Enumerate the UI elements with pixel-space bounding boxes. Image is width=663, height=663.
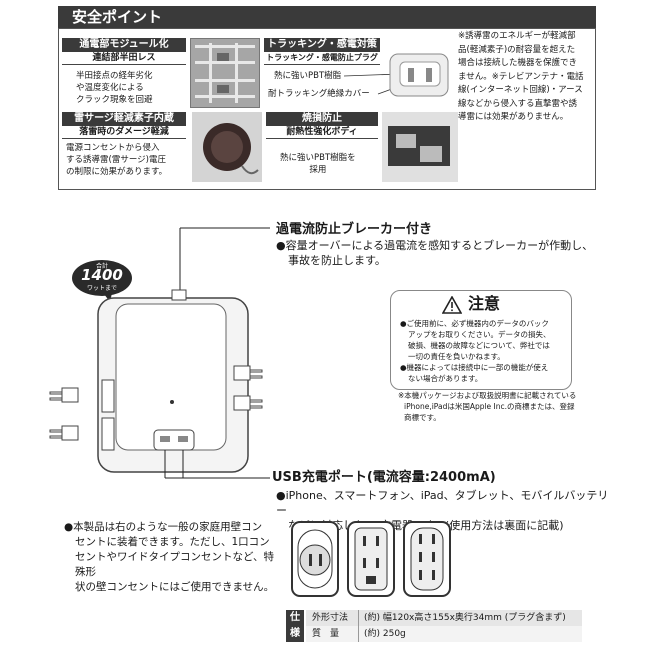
plug-right-upper xyxy=(233,365,263,381)
feature-subheader: トラッキング・感電防止プラグ xyxy=(264,52,380,65)
power-tap-illustration xyxy=(49,227,270,479)
section-header-band xyxy=(58,6,596,28)
body-cutaway-icon xyxy=(382,112,458,182)
callout-pbt: 熱に強いPBT樹脂 xyxy=(274,71,342,81)
spec-divider xyxy=(358,610,359,642)
body-photo xyxy=(382,112,458,182)
feature-subheader: 連結部半田レス xyxy=(62,52,186,65)
outlet-note: ●本製品は右のような一般の家庭用壁コン セントに装着できます。ただし、1口コン … xyxy=(64,521,275,593)
safety-points-frame xyxy=(58,28,596,190)
caution-title: 注意 xyxy=(468,294,501,313)
surge-element-photo xyxy=(192,112,262,182)
spec-tag: 仕 様 xyxy=(286,610,304,642)
feature-header: トラッキング・感電対策 xyxy=(264,38,380,52)
usb-title: USB充電ポート(電流容量:2400mA) xyxy=(272,470,496,485)
feature-surge: 雷サージ軽減素子内蔵 落雷時のダメージ軽減 xyxy=(62,112,186,139)
wall-outlet-double-icon xyxy=(347,521,395,597)
feature-header: 通電部モジュール化 xyxy=(62,38,186,52)
circuit-illustration xyxy=(195,43,255,103)
lightning-side-note: ※誘導雷のエネルギーが軽減部 品(軽減素子)の耐容量を超えた 場合は接続した機器… xyxy=(458,31,584,122)
spec-label: 外形寸法 xyxy=(312,613,349,623)
badge-bottom: ワットまで xyxy=(86,285,117,292)
feature-header: 焼損防止 xyxy=(266,112,378,126)
warning-triangle-icon xyxy=(442,296,462,314)
plug-right-lower xyxy=(233,395,263,411)
feature-tracking: トラッキング・感電対策 トラッキング・感電防止プラグ xyxy=(264,38,380,65)
module-photo xyxy=(190,38,260,108)
callout-insulation: 耐トラッキング絶縁カバー xyxy=(268,89,370,99)
feature-header: 雷サージ軽減素子内蔵 xyxy=(62,112,186,126)
caution-box xyxy=(390,290,572,390)
plug-icon xyxy=(389,53,449,97)
spec-row-weight: 質 量 (約) 250g xyxy=(306,626,582,642)
feature-module: 通電部モジュール化 連結部半田レス xyxy=(62,38,186,65)
badge-number: 1400 xyxy=(81,266,123,284)
trademark-note: ※本機パッケージおよび取扱説明書に記載されている iPhone,iPadは米国A… xyxy=(398,391,577,422)
caution-text: ●ご使用前に、必ず機器内のデータのバック アップをお取りください。データの損失、… xyxy=(400,319,551,383)
spec-value: (約) 幅120x高さ155x奥行34mm (プラグ含まず) xyxy=(364,613,566,623)
spec-value: (約) 250g xyxy=(364,629,406,639)
breaker-description: ●容量オーバーによる過電流を感知するとブレーカーが作動し、 事故を防止します。 xyxy=(276,239,594,267)
plug-left-upper xyxy=(49,387,79,403)
breaker-title: 過電流防止ブレーカー付き xyxy=(276,222,433,237)
feature-subheader: 耐熱性強化ボディ xyxy=(266,126,378,139)
feature-description: 半田接点の経年劣化 や温度変化による クラック現象を回避 xyxy=(76,71,153,105)
wall-outlet-single-icon xyxy=(291,521,339,597)
spec-table: 外形寸法 (約) 幅120x高さ155x奥行34mm (プラグ含まず) 質 量 … xyxy=(306,610,582,642)
section-title: 安全ポイント xyxy=(72,8,163,26)
caution-title-row: 注意 xyxy=(442,294,522,316)
feature-description: 電源コンセントから侵入 する誘導雷(雷サージ)電圧 の制限に効果があります。 xyxy=(66,143,168,177)
wall-outlet-triple-icon xyxy=(403,521,451,597)
plug-left-lower xyxy=(49,425,79,441)
spec-label: 質 量 xyxy=(312,629,340,639)
feature-subheader: 落雷時のダメージ軽減 xyxy=(62,126,186,139)
surge-element-icon xyxy=(192,112,262,182)
wall-outlet-illustrations xyxy=(291,521,451,597)
feature-burnout: 焼損防止 耐熱性強化ボディ xyxy=(266,112,378,139)
badge-top: 合計 xyxy=(95,263,108,270)
spec-row-dimensions: 外形寸法 (約) 幅120x高さ155x奥行34mm (プラグ含まず) xyxy=(306,610,582,626)
feature-description: 熱に強いPBT樹脂を 採用 xyxy=(280,153,356,175)
plug-photo xyxy=(386,44,454,102)
